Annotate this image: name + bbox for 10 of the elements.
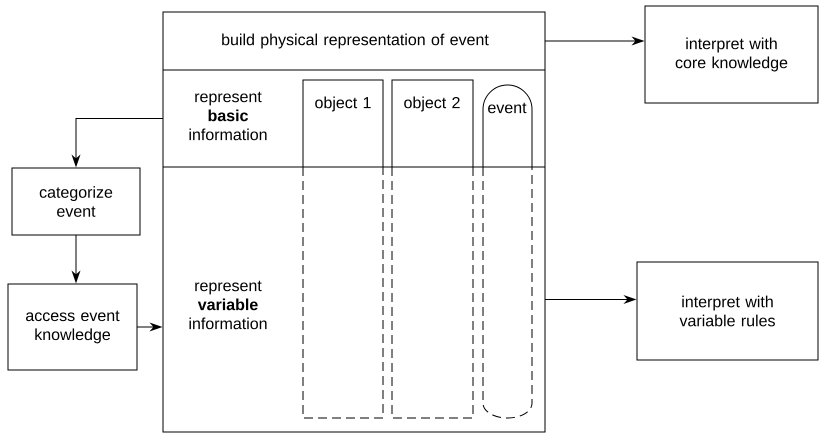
band-row: build physical representation of event — [162, 12, 546, 70]
process-box: interpret with variable rules — [636, 262, 818, 360]
object-column: object 1 — [302, 80, 384, 418]
process-box: interpret with core knowledge — [644, 6, 818, 104]
event-capsule: event — [482, 84, 532, 418]
process-box: categorize event — [12, 168, 140, 236]
object-column: object 2 — [392, 80, 474, 418]
band-row: represent variable information — [162, 166, 546, 432]
process-box: access event knowledge — [8, 284, 138, 370]
band-row: represent basic information — [190, 92, 267, 140]
